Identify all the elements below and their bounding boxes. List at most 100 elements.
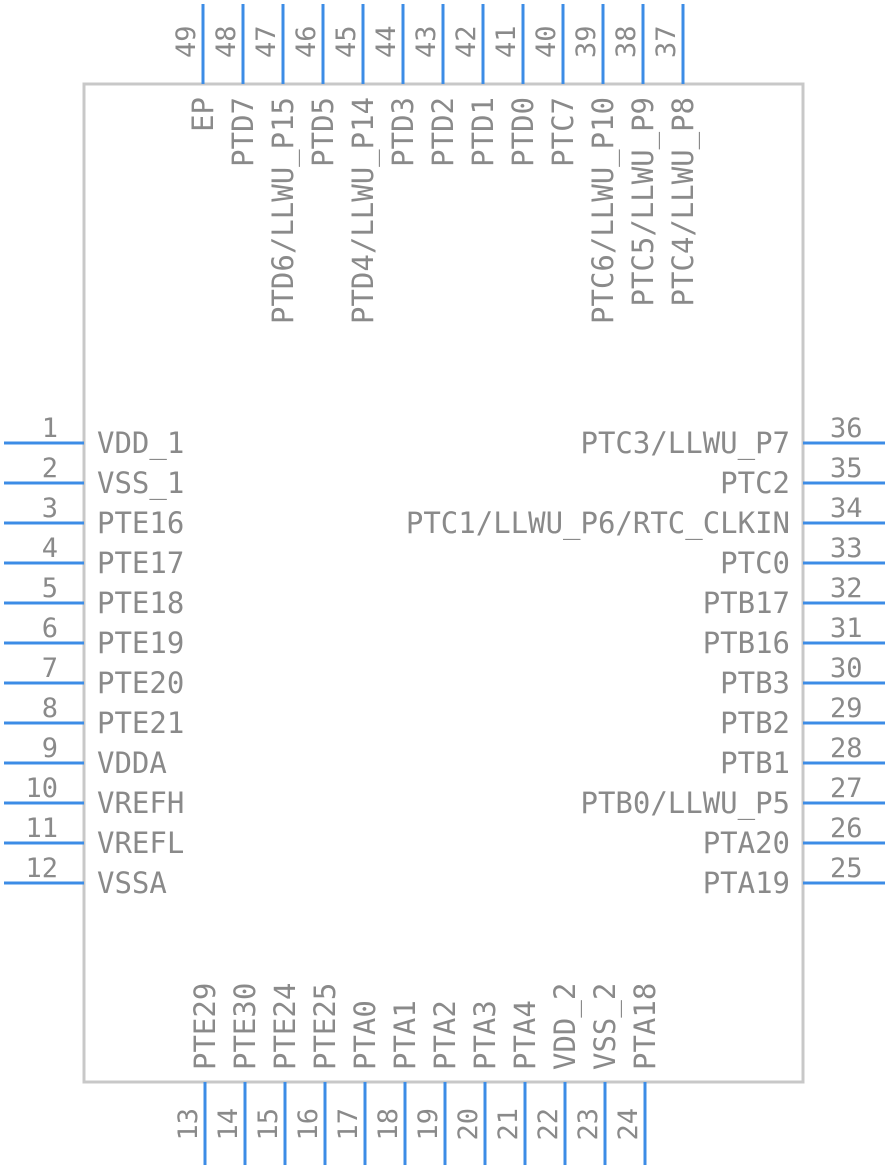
pin-name: PTB1 <box>720 746 790 780</box>
pin-number: 28 <box>830 733 863 764</box>
pin-name: PTB2 <box>720 706 790 740</box>
pin-name: PTD6/LLWU_P15 <box>266 97 301 324</box>
pin-number: 1 <box>42 413 58 444</box>
pin-name: VSS_1 <box>97 466 184 501</box>
pin-name: PTA2 <box>428 1000 462 1070</box>
pin-number: 44 <box>371 25 402 58</box>
pin-name: VDD_2 <box>548 983 583 1070</box>
pin-name: PTE29 <box>188 983 222 1070</box>
pin-number: 48 <box>211 25 242 58</box>
pin-number: 31 <box>830 613 863 644</box>
pin-number: 25 <box>830 853 863 884</box>
pin-number: 43 <box>411 25 442 58</box>
pin-name: PTD3 <box>386 97 420 167</box>
pin-name: PTC1/LLWU_P6/RTC_CLKIN <box>406 506 790 541</box>
pin-number: 15 <box>253 1108 284 1141</box>
pin-name: PTE21 <box>97 706 184 740</box>
pin-number: 47 <box>251 25 282 58</box>
pin-name: PTB0/LLWU_P5 <box>580 786 790 821</box>
pin-name: PTA1 <box>388 1000 422 1070</box>
pin-number: 14 <box>213 1108 244 1141</box>
pin-number: 26 <box>830 813 863 844</box>
pin-name: VSS_2 <box>588 983 623 1070</box>
pin-name: PTE17 <box>97 546 184 580</box>
pin-name: PTC0 <box>720 546 790 580</box>
pin-name: VREFH <box>97 786 184 820</box>
pin-number: 19 <box>413 1108 444 1141</box>
pin-name: PTC5/LLWU_P9 <box>626 97 661 307</box>
pin-number: 38 <box>611 25 642 58</box>
pin-number: 37 <box>651 25 682 58</box>
pin-name: VSSA <box>97 866 167 900</box>
pin-name: PTE16 <box>97 506 184 540</box>
pin-number: 45 <box>331 25 362 58</box>
pin-number: 23 <box>573 1108 604 1141</box>
pin-name: PTA20 <box>703 826 790 860</box>
pin-name: PTE20 <box>97 666 184 700</box>
pin-number: 8 <box>42 693 58 724</box>
pin-number: 30 <box>830 653 863 684</box>
pin-number: 12 <box>25 853 58 884</box>
pin-number: 11 <box>25 813 58 844</box>
pin-number: 46 <box>291 25 322 58</box>
pin-number: 16 <box>293 1108 324 1141</box>
pin-name: VDDA <box>97 746 167 780</box>
pin-name: PTA19 <box>703 866 790 900</box>
pin-number: 7 <box>42 653 58 684</box>
pin-number: 29 <box>830 693 863 724</box>
pin-number: 17 <box>333 1108 364 1141</box>
pin-name: PTA4 <box>508 1000 542 1070</box>
pin-name: PTD0 <box>506 97 540 167</box>
pin-number: 42 <box>451 25 482 58</box>
pin-number: 32 <box>830 573 863 604</box>
pin-number: 27 <box>830 773 863 804</box>
pin-name: PTE18 <box>97 586 184 620</box>
pin-number: 22 <box>533 1108 564 1141</box>
pin-number: 33 <box>830 533 863 564</box>
pin-number: 41 <box>491 25 522 58</box>
pin-name: PTE30 <box>228 983 262 1070</box>
pin-name: PTC6/LLWU_P10 <box>586 97 621 324</box>
pin-number: 13 <box>173 1108 204 1141</box>
pin-number: 36 <box>830 413 863 444</box>
pin-name: PTD7 <box>226 97 260 167</box>
pin-name: PTC2 <box>720 466 790 500</box>
pin-name: VREFL <box>97 826 184 860</box>
pin-name: PTE19 <box>97 626 184 660</box>
pin-number: 4 <box>42 533 58 564</box>
pin-name: PTA3 <box>468 1000 502 1070</box>
pin-number: 39 <box>571 25 602 58</box>
pin-name: PTA18 <box>628 983 662 1070</box>
pin-number: 49 <box>171 25 202 58</box>
pin-number: 6 <box>42 613 58 644</box>
pin-name: VDD_1 <box>97 426 184 461</box>
pin-number: 34 <box>830 493 863 524</box>
pin-name: PTC4/LLWU_P8 <box>666 97 701 307</box>
pin-name: PTD2 <box>426 97 460 167</box>
pin-number: 21 <box>493 1108 524 1141</box>
pin-name: PTD5 <box>306 97 340 167</box>
pin-name: PTA0 <box>348 1000 382 1070</box>
pin-name: PTD4/LLWU_P14 <box>346 97 381 324</box>
pin-name: PTC3/LLWU_P7 <box>580 426 790 461</box>
pin-number: 10 <box>25 773 58 804</box>
pin-number: 18 <box>373 1108 404 1141</box>
pin-name: PTE24 <box>268 983 302 1070</box>
pin-name: EP <box>186 97 220 132</box>
pin-number: 24 <box>613 1108 644 1141</box>
pin-number: 35 <box>830 453 863 484</box>
ic-body <box>82 82 805 1084</box>
pin-number: 5 <box>42 573 58 604</box>
pin-number: 3 <box>42 493 58 524</box>
pin-name: PTE25 <box>308 983 342 1070</box>
pin-name: PTB3 <box>720 666 790 700</box>
pin-name: PTC7 <box>546 97 580 167</box>
pin-name: PTB17 <box>703 586 790 620</box>
pin-number: 2 <box>42 453 58 484</box>
pin-name: PTD1 <box>466 97 500 167</box>
pin-name: PTB16 <box>703 626 790 660</box>
pin-number: 9 <box>42 733 58 764</box>
pin-number: 20 <box>453 1108 484 1141</box>
